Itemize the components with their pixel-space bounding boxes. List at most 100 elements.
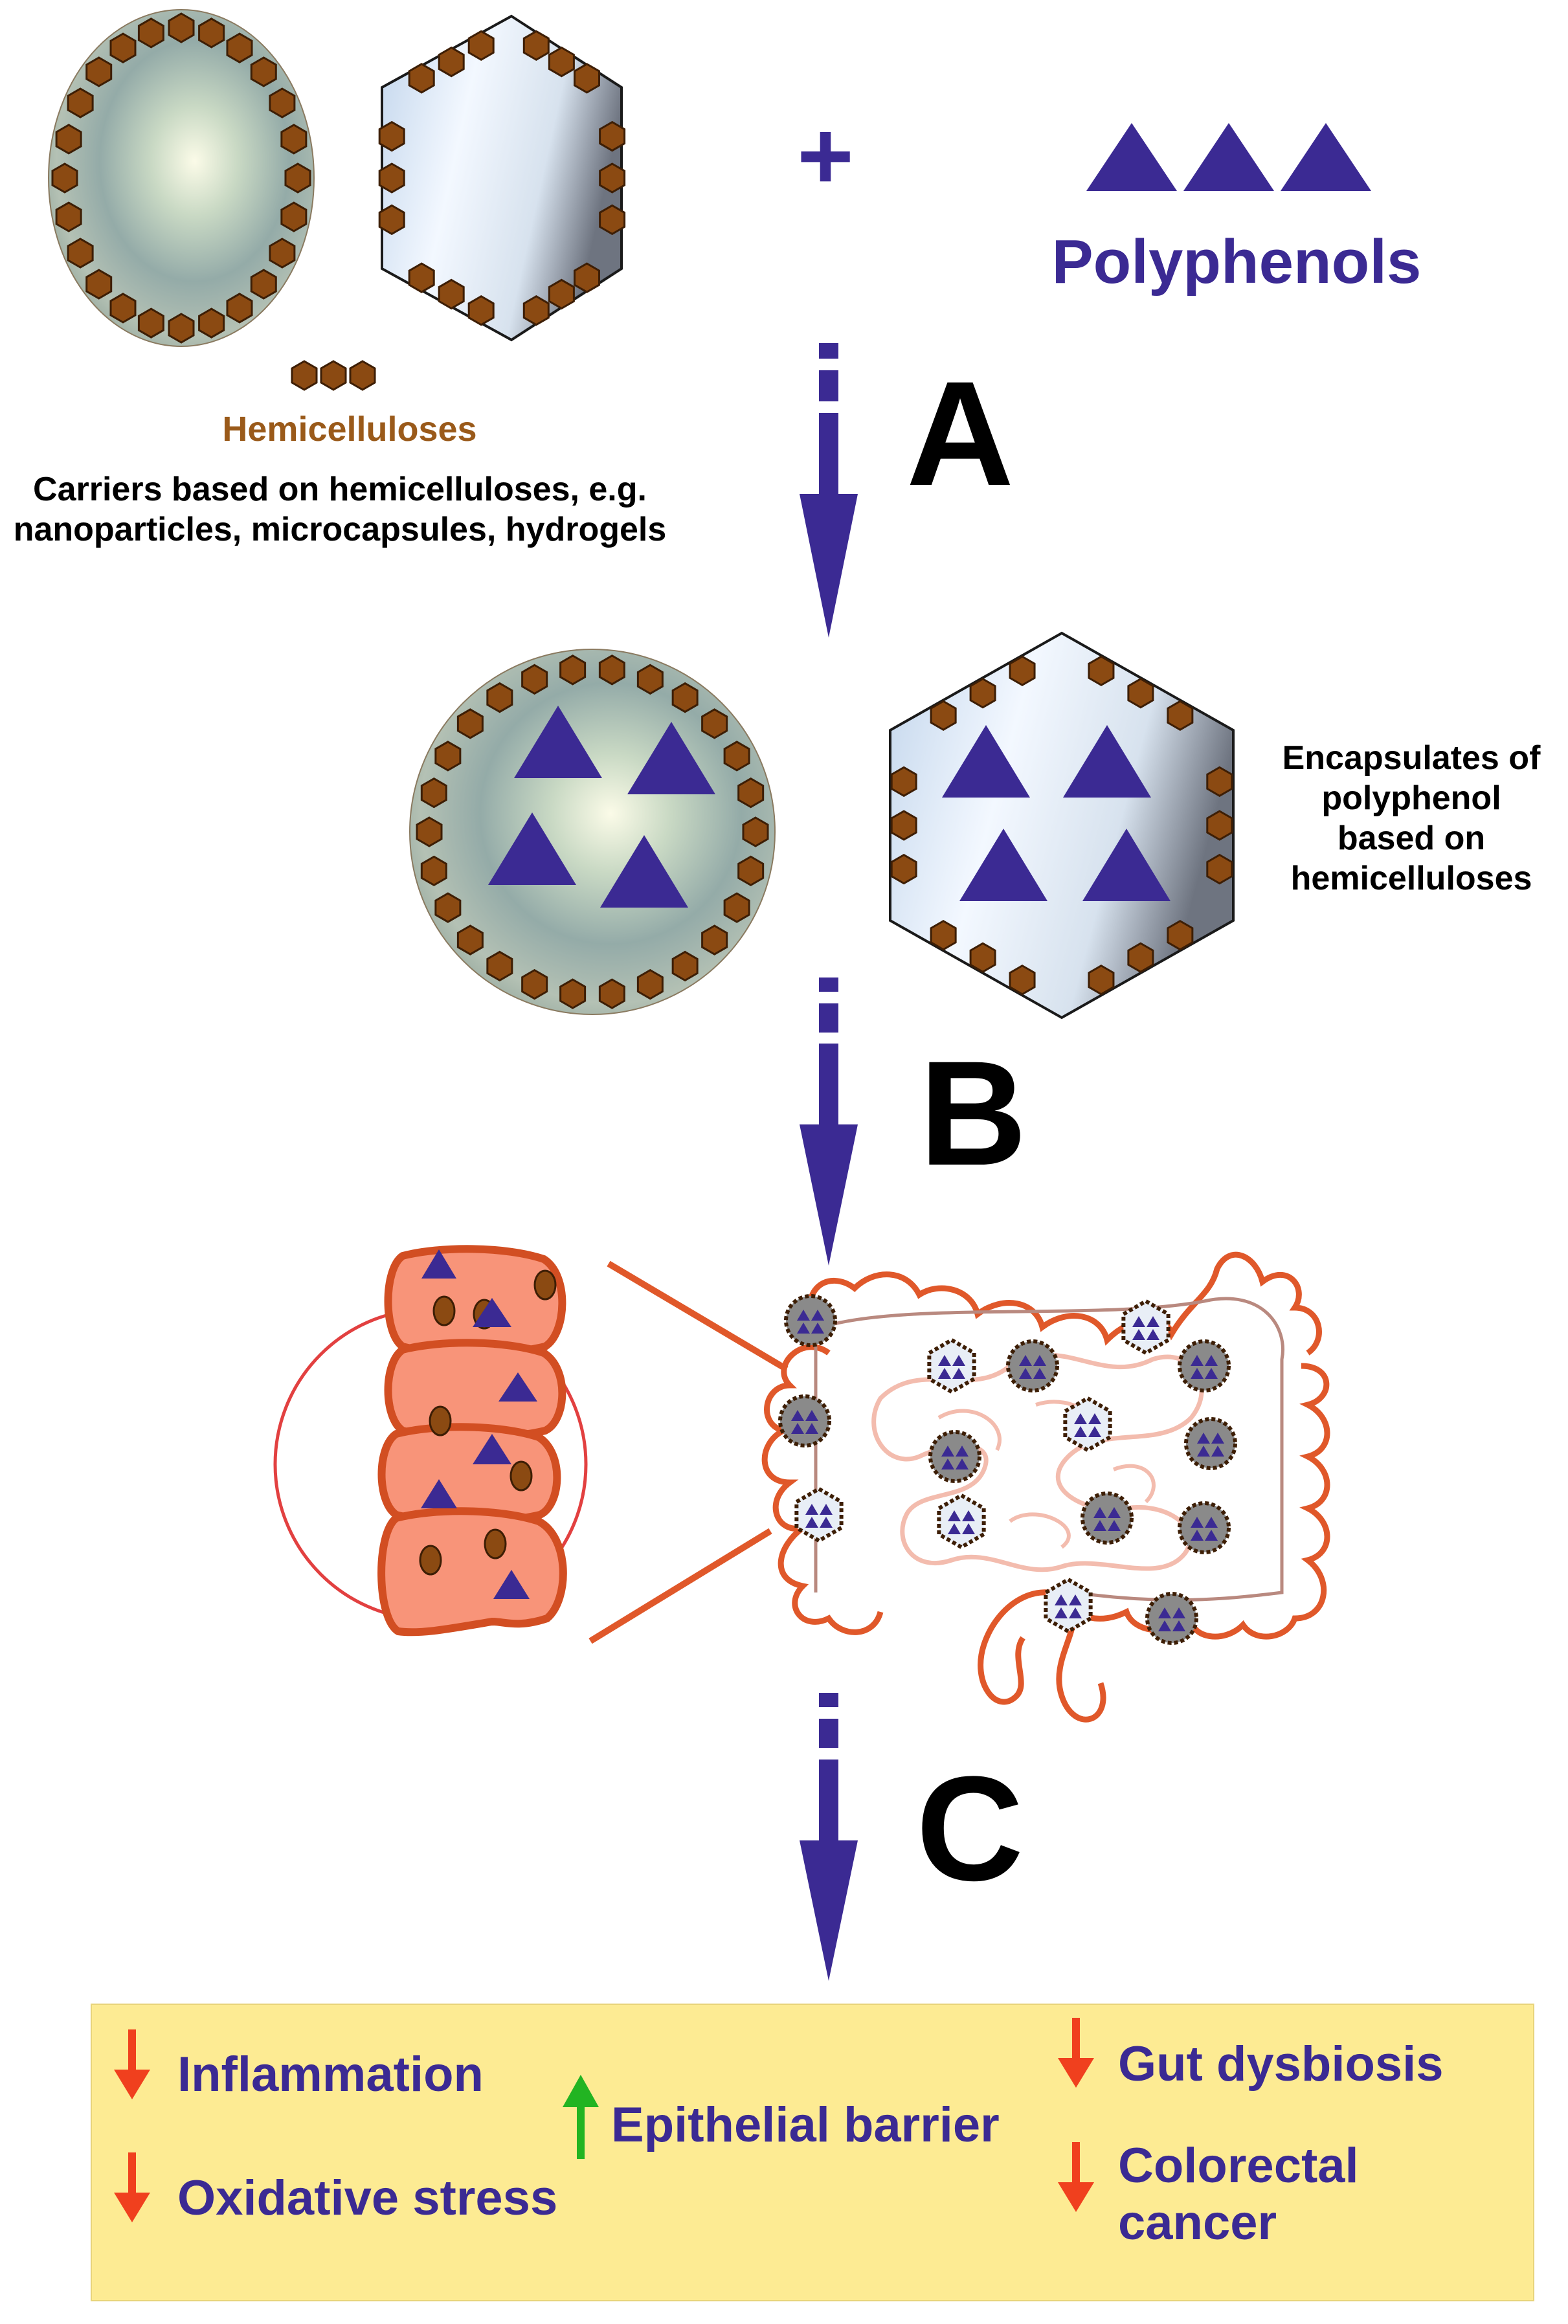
hemicellulose-bead	[168, 313, 195, 344]
hemicellulose-bead	[1088, 965, 1115, 996]
health-effects-box: Inflammation Oxidative stress Epithelial…	[91, 2004, 1534, 2301]
hemicellulose-bead	[890, 766, 917, 797]
magnified-epithelium-view	[273, 1245, 789, 1644]
hemicellulose-bead	[1206, 810, 1233, 841]
effect-inflammation: Inflammation	[177, 2047, 484, 2102]
colon-encapsulate	[1063, 1396, 1112, 1453]
polyphenols-label: Polyphenols	[1051, 227, 1422, 296]
hemicellulose-bead	[1167, 920, 1194, 951]
hemicellulose-bead	[574, 63, 600, 94]
hemicellulose-bead	[168, 12, 195, 43]
down-arrow-icon	[1058, 2142, 1094, 2212]
hemicellulose-bead	[280, 201, 308, 232]
down-arrow-icon	[114, 2029, 150, 2099]
hemicellulose-bead	[1088, 655, 1115, 686]
hemicellulose-bead	[67, 87, 94, 118]
hemicellulose-bead	[85, 56, 113, 87]
hemicellulose-bead	[109, 32, 137, 63]
hemicellulose-bead	[930, 920, 957, 951]
hemicellulose-bead	[559, 978, 587, 1009]
hemicellulose-bead	[85, 269, 113, 300]
encapsulate-sphere-body	[409, 649, 776, 1015]
hemicellulose-bead	[1127, 678, 1154, 709]
hemicellulose-bead	[51, 162, 78, 194]
hemicellulose-bead	[456, 708, 484, 739]
hemicellulose-bead	[378, 162, 405, 194]
hemicellulose-bead	[599, 204, 626, 235]
zoom-line-bottom	[588, 1528, 772, 1644]
effect-oxidative-stress: Oxidative stress	[177, 2171, 558, 2226]
down-arrow-icon	[1058, 2018, 1094, 2088]
step-c-label: C	[916, 1745, 1024, 1912]
encapsulate-hexagon-body	[889, 631, 1235, 1020]
hemicellulose-bead	[1206, 854, 1233, 885]
hemicellulose-bead	[521, 969, 548, 1000]
colon-encapsulate	[1081, 1492, 1134, 1545]
polyphenol-legend-icon	[1086, 123, 1371, 191]
colon-encapsulate	[778, 1394, 831, 1447]
hemicellulose-bead	[486, 950, 513, 981]
hemicellulose-bead	[548, 278, 575, 309]
effect-gut-dysbiosis: Gut dysbiosis	[1118, 2037, 1444, 2092]
step-a-label: A	[906, 350, 1014, 517]
hemicellulose-bead	[378, 204, 405, 235]
hemicellulose-bead	[701, 924, 728, 955]
hemicellulose-bead	[1009, 655, 1036, 686]
hemicellulose-bead	[434, 741, 462, 772]
hemicellulose-bead	[969, 678, 996, 709]
colon-encapsulate	[927, 1337, 976, 1394]
colon-encapsulate	[937, 1493, 986, 1550]
hemicellulose-bead	[109, 293, 137, 324]
effect-colorectal-cancer: Colorectal cancer	[1118, 2138, 1359, 2250]
hemicellulose-bead	[737, 777, 765, 809]
colon-encapsulate	[1145, 1592, 1198, 1645]
down-arrow-icon	[114, 2152, 150, 2222]
hemicellulose-bead	[456, 924, 484, 955]
hemicellulose-bead	[559, 654, 587, 686]
hemicellulose-bead	[890, 854, 917, 885]
colon-encapsulate	[1178, 1339, 1231, 1392]
encapsulate-sphere	[409, 649, 776, 1015]
effect-epithelial-barrier: Epithelial barrier	[611, 2097, 1000, 2152]
colon-encapsulates	[778, 1294, 1237, 1645]
hemicellulose-bead	[522, 295, 550, 326]
hemicellulose-bead	[1009, 965, 1036, 996]
hemicellulose-bead	[1206, 766, 1233, 797]
hemicellulose-bead	[599, 121, 626, 152]
encapsulate-hexagon	[889, 631, 1235, 1020]
hemicellulose-bead	[969, 942, 996, 973]
cell-polyphenols	[421, 1249, 537, 1599]
hemicellulose-bead	[416, 816, 443, 847]
colon-encapsulate	[928, 1430, 981, 1483]
hemicelluloses-label: Hemicelluloses	[222, 410, 477, 449]
hemicellulose-legend-icon	[291, 360, 376, 391]
hemicellulose-bead	[67, 238, 94, 269]
hemicellulose-bead	[269, 87, 296, 118]
hemicellulose-bead	[574, 262, 600, 293]
step-b-label: B	[919, 1030, 1027, 1196]
colon-encapsulate	[784, 1294, 837, 1347]
hemicellulose-bead	[930, 700, 957, 731]
carrier-sphere-empty	[48, 9, 315, 347]
carriers-caption: Carriers based on hemicelluloses, e.g. n…	[13, 471, 667, 548]
hemicellulose-bead	[1167, 700, 1194, 731]
hemicellulose-bead	[55, 201, 82, 232]
hemicellulose-bead	[250, 56, 277, 87]
hemicellulose-bead	[226, 293, 253, 324]
hemicellulose-bead	[636, 969, 664, 1000]
hemicellulose-bead	[284, 162, 311, 194]
hemicellulose-bead	[55, 124, 82, 155]
hemicellulose-bead	[598, 978, 625, 1009]
hemicellulose-bead	[599, 162, 626, 194]
hemicellulose-bead	[467, 295, 495, 326]
hemicellulose-bead	[137, 17, 164, 49]
hemicellulose-bead	[598, 654, 625, 686]
zoom-line-top	[607, 1260, 789, 1372]
encapsulates-caption: Encapsulates of polyphenol based on hemi…	[1282, 739, 1541, 897]
hemicellulose-bead	[137, 307, 164, 339]
carrier-hexagon-body	[381, 14, 623, 342]
hemicellulose-bead	[438, 47, 465, 78]
hemicellulose-bead	[420, 855, 447, 886]
hemicellulose-bead	[408, 63, 435, 94]
